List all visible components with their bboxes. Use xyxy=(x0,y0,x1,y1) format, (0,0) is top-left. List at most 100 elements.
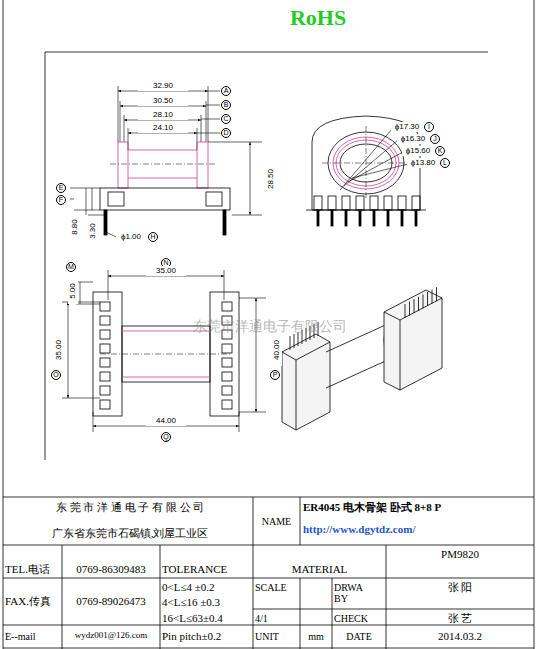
pin-stroke xyxy=(423,294,424,308)
pin-stroke xyxy=(436,287,437,301)
callout-letter: B xyxy=(221,100,231,110)
pin-stroke xyxy=(100,344,110,353)
pin-stroke xyxy=(409,302,410,316)
pin-stroke xyxy=(401,210,403,226)
callout-letter: L xyxy=(440,158,450,168)
dimension-value: 35.00 xyxy=(146,266,186,276)
callout-letter: F xyxy=(56,195,66,205)
pin-stroke xyxy=(314,196,322,210)
pin-stroke xyxy=(432,290,433,304)
pin-stroke xyxy=(370,196,378,210)
table-cell: wydz001@126.com xyxy=(62,629,160,643)
table-cell: SCALE xyxy=(255,580,300,594)
pin-stroke xyxy=(405,304,406,318)
table-cell: CHECK xyxy=(334,611,386,625)
pin-stroke xyxy=(331,210,333,226)
pin-stroke xyxy=(345,210,347,226)
pin-stroke xyxy=(222,400,232,409)
dimension-value: 28.10 xyxy=(138,110,188,120)
callout-letter: O xyxy=(51,370,61,380)
table-cell: FAX.传真 xyxy=(5,594,62,608)
dimension-value: 3.30 xyxy=(88,218,98,244)
table-cell: 张 阳 xyxy=(386,580,534,594)
table-cell: PM9820 xyxy=(386,548,534,560)
table-cell: NAME xyxy=(253,514,300,528)
table-cell: http://www.dgytdz.com/ xyxy=(303,522,531,536)
rohs-mark: RoHS xyxy=(268,6,368,30)
table-cell: 4<L≤16 ±0.3 xyxy=(162,595,253,609)
dimension-value: 24.10 xyxy=(138,123,188,133)
table-cell: mm xyxy=(300,629,332,643)
dimension-value: 30.50 xyxy=(138,96,188,106)
table-cell: 2014.03.2 xyxy=(386,629,534,643)
pin-stroke xyxy=(387,210,389,226)
dimension-value: ϕ1.00 xyxy=(116,232,146,242)
callout-letter: Q xyxy=(161,432,171,442)
dimension-value: ϕ13.80 xyxy=(407,158,439,168)
table-cell: TEL.电话 xyxy=(5,562,62,576)
watermark: 东莞市洋通电子有限公司 xyxy=(150,318,390,336)
pin-stroke xyxy=(414,299,415,313)
table-cell: DRWA BY xyxy=(334,579,372,607)
pin-stroke xyxy=(373,210,375,226)
callout-letter: J xyxy=(430,134,440,144)
pin-stroke xyxy=(415,210,417,226)
table-cell: 东 莞 市 洋 通 电 子 有 限 公 司 xyxy=(10,500,250,514)
dimension-value: ϕ17.30 xyxy=(391,122,423,132)
pin-stroke xyxy=(222,358,232,367)
callout-letter: A xyxy=(221,86,231,96)
callout-letter: P xyxy=(270,370,280,380)
pin-stroke xyxy=(100,358,110,367)
dimension-value: 35.00 xyxy=(54,334,64,366)
table-cell: DATE xyxy=(332,629,386,643)
pin-stroke xyxy=(418,297,419,311)
pin-stroke xyxy=(222,344,232,353)
table-cell: ER4045 电木骨架 卧式 8+8 P xyxy=(303,500,531,514)
callout-letter: K xyxy=(435,146,445,156)
callout-letter: I xyxy=(424,122,434,132)
table-cell: MATERIAL xyxy=(253,562,386,576)
pin-stroke xyxy=(100,400,110,409)
pin-stroke xyxy=(100,316,110,325)
pin-stroke xyxy=(100,386,110,395)
pin-stroke xyxy=(384,196,392,210)
table-cell: 0769-86309483 xyxy=(62,562,160,576)
dimension-value: 8.80 xyxy=(70,214,80,240)
dimension-value: 28.50 xyxy=(266,163,276,195)
table-cell: E--mail xyxy=(5,629,62,643)
dimension-value: 32.90 xyxy=(138,81,188,91)
table-cell: 16<L≤63±0.4 xyxy=(162,611,253,625)
dimension-value: 40.00 xyxy=(272,334,282,366)
table-cell: 0<L≤4 ±0.2 xyxy=(162,580,253,594)
callout-letter: M xyxy=(66,262,76,272)
callout-letter: E xyxy=(56,183,66,193)
callout-letter: H xyxy=(148,232,158,242)
pin-stroke xyxy=(100,330,110,339)
pin-stroke xyxy=(222,386,232,395)
table-cell: 0769-89026473 xyxy=(62,594,160,608)
pin-stroke xyxy=(328,196,336,210)
pin-stroke xyxy=(427,292,428,306)
table-cell: Pin pitch±0.2 xyxy=(162,629,253,643)
dimension-value: 44.00 xyxy=(146,416,186,426)
table-cell: UNIT xyxy=(255,629,300,643)
pin-stroke xyxy=(222,372,232,381)
table-cell: 张 艺 xyxy=(386,611,534,625)
pin-stroke xyxy=(317,210,319,226)
pin-stroke xyxy=(100,302,110,311)
table-cell: 广东省东莞市石碣镇,刘屋工业区 xyxy=(10,526,250,540)
pin-stroke xyxy=(222,302,232,311)
pin-stroke xyxy=(100,372,110,381)
dimension-value: ϕ16.30 xyxy=(397,134,429,144)
dimension-value: 5.00 xyxy=(68,278,78,304)
callout-letter: C xyxy=(221,114,231,124)
pin-stroke xyxy=(398,196,406,210)
pin-stroke xyxy=(290,336,291,350)
pin-stroke xyxy=(294,334,295,348)
table-cell: 4/1 xyxy=(255,611,300,625)
pin-stroke xyxy=(412,196,420,210)
pin-stroke xyxy=(342,196,350,210)
pin-stroke xyxy=(356,196,364,210)
pin-stroke xyxy=(359,210,361,226)
